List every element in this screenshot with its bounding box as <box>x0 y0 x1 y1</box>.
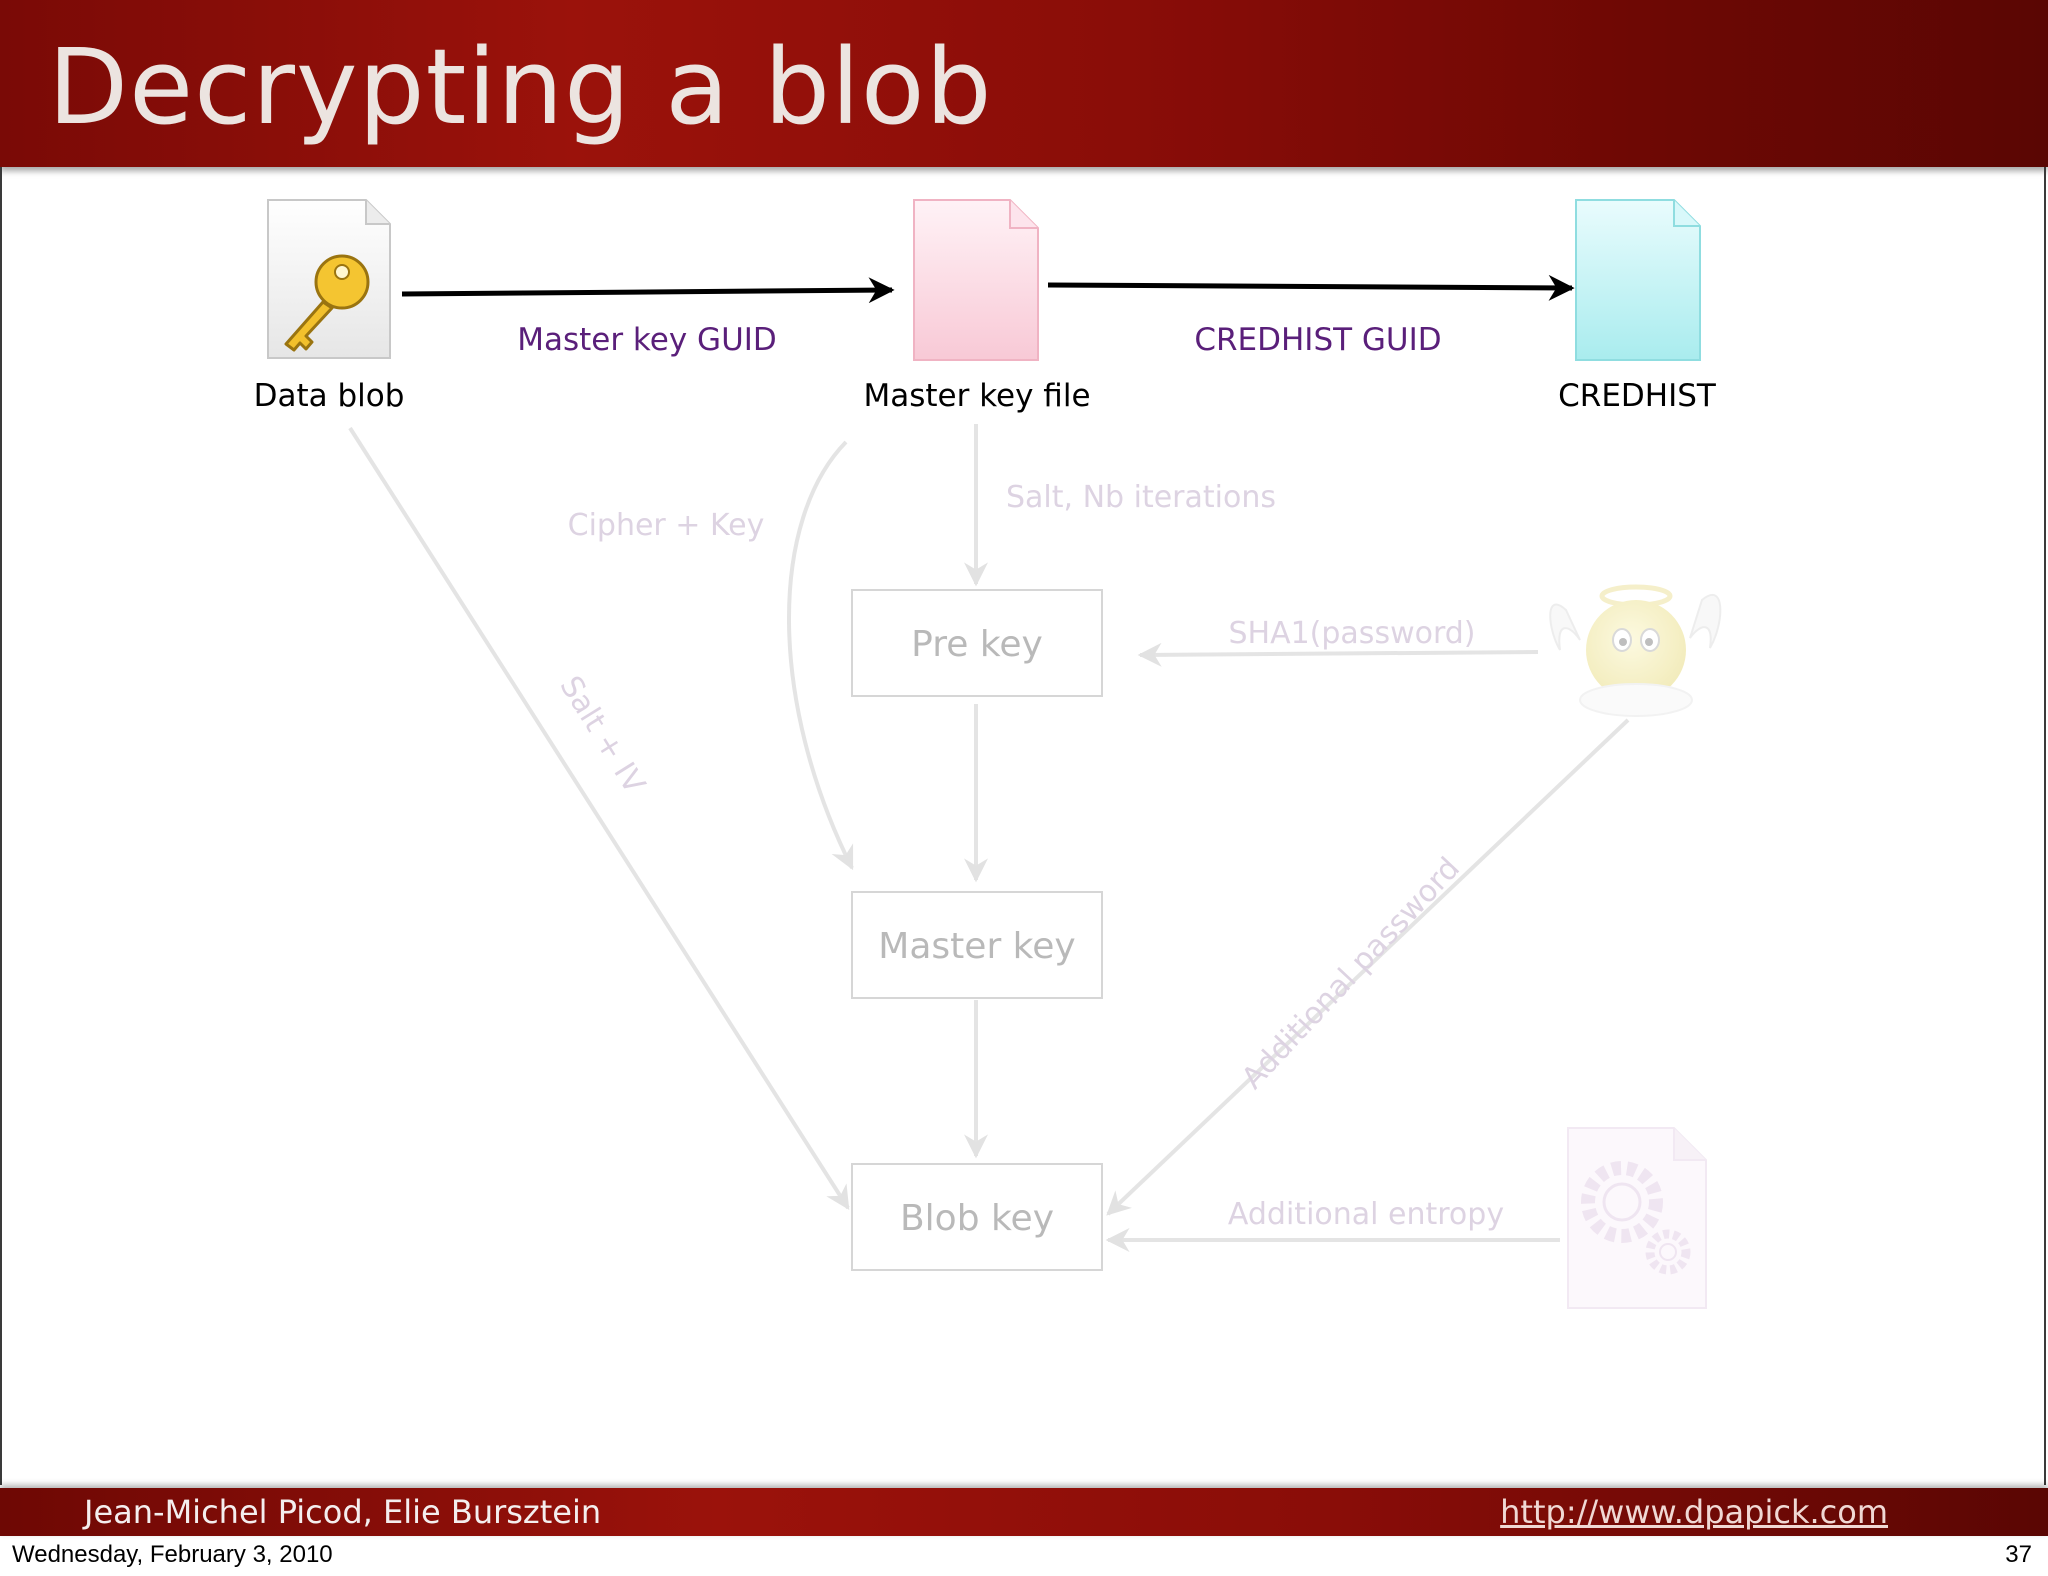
pink-document-icon <box>913 199 1039 361</box>
salt-iterations-label: Salt, Nb iterations <box>1006 480 1276 515</box>
arrow-salt-iv <box>348 426 850 1211</box>
blob-key-box: Blob key <box>851 1163 1103 1271</box>
title-banner <box>0 0 2048 167</box>
arrow-cipher-key <box>787 440 854 871</box>
salt-iv-label: Salt + IV <box>552 670 651 800</box>
pre-key-box: Pre key <box>851 589 1103 697</box>
footer-url-link[interactable]: http://www.dpapick.com <box>1500 1493 1888 1531</box>
gear-document-icon <box>1567 1127 1707 1309</box>
arrow-credhist-guid <box>1047 274 1575 301</box>
key-icon <box>284 254 370 352</box>
master-key-guid-label: Master key GUID <box>517 322 777 358</box>
page-number: 37 <box>2005 1541 2032 1568</box>
arrow-master-key-guid <box>401 277 895 304</box>
footer-authors: Jean-Michel Picod, Elie Bursztein <box>84 1493 602 1531</box>
angel-smiley-icon <box>1549 584 1722 717</box>
arrow-additional-password <box>1106 718 1630 1216</box>
data-blob-label: Data blob <box>254 378 405 414</box>
arrow-sha1-password <box>1137 642 1539 667</box>
pre-key-label: Pre key <box>911 624 1043 665</box>
cipher-key-label: Cipher + Key <box>568 508 765 543</box>
footer-bar <box>0 1488 2048 1536</box>
data-blob-icon <box>267 199 391 359</box>
master-key-file-label: Master key file <box>863 378 1090 414</box>
additional-password-label: Additional password <box>1235 851 1467 1096</box>
slide-title: Decrypting a blob <box>48 26 993 148</box>
master-key-box: Master key <box>851 891 1103 999</box>
additional-entropy-label: Additional entropy <box>1228 1197 1504 1232</box>
sha1-password-label: SHA1(password) <box>1228 616 1475 651</box>
credhist-guid-label: CREDHIST GUID <box>1194 322 1441 358</box>
master-key-label: Master key <box>878 926 1075 967</box>
content-frame <box>0 167 2046 1485</box>
blob-key-label: Blob key <box>900 1198 1054 1239</box>
cyan-document-icon <box>1575 199 1701 361</box>
credhist-label: CREDHIST <box>1558 378 1717 414</box>
presentation-date: Wednesday, February 3, 2010 <box>12 1541 333 1568</box>
